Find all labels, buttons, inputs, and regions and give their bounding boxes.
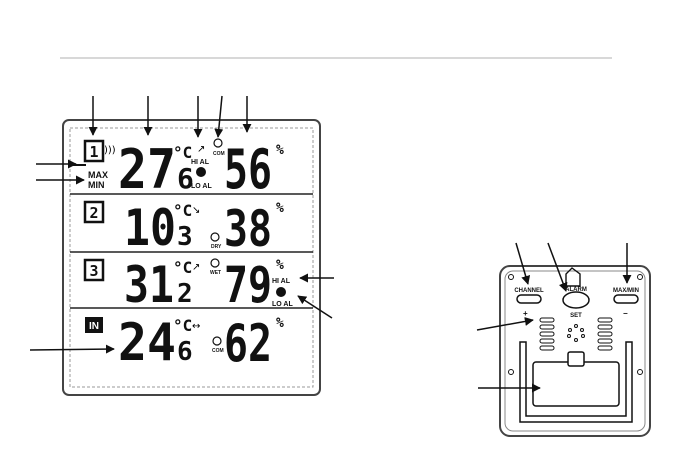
lo-alarm-label: LO AL [272,301,293,308]
unit-label: °C [173,143,192,162]
hi-alarm-label: HI AL [191,159,210,166]
unit-label: °C [173,316,192,335]
alarm-bell-icon [196,167,206,177]
channel-number: 1 [89,143,98,161]
set-label: SET [570,313,582,319]
temperature-decimal: 2 [177,279,193,309]
humidity-value: 62 [224,314,272,374]
max-label: MAX [88,170,108,180]
temperature-decimal: 3 [177,222,193,252]
percent-sign: % [276,258,284,273]
maxmin-button-label: MAX/MIN [613,288,639,294]
channel-button-label: CHANNEL [514,288,544,294]
trend-steady-icon: ↔ [192,321,200,332]
channel-number: 2 [89,204,98,222]
channel-number: 3 [89,262,98,280]
percent-sign: % [276,143,284,158]
maxmin-minus-sign: − [623,309,628,318]
channel-plus-sign: + [523,309,528,318]
unit-label: °C [173,201,192,220]
maxmin-button[interactable] [614,295,638,303]
comfort-label: WET [210,270,221,276]
front-display: 1 ))) MAX MIN 27 6 °C ↗ HI AL LO AL COM … [63,120,320,395]
comfort-label: COM [212,348,224,354]
lo-alarm-label: LO AL [191,183,212,190]
humidity-value: 79 [224,256,272,314]
temperature-decimal: 6 [177,337,193,367]
percent-sign: % [276,201,284,216]
temperature-integer: 31 [124,256,174,314]
alarm-set-button[interactable] [563,292,589,308]
callout-arrow [30,349,114,350]
temperature-integer: 27 [118,138,176,201]
indoor-label: IN [89,321,99,332]
trend-down-icon: ↘ [192,205,200,216]
comfort-label: COM [213,151,225,157]
signal-icon: ))) [104,145,116,156]
alarm-bell-icon [276,287,286,297]
battery-compartment[interactable] [533,362,619,406]
trend-up-icon: ↗ [192,262,200,273]
comfort-label: DRY [211,244,222,250]
back-view: CHANNEL + ALARM SET MAX/MIN − [500,266,650,436]
percent-sign: % [276,316,284,331]
channel-button[interactable] [517,295,541,303]
temperature-integer: 24 [118,313,176,373]
temperature-integer: 10 [124,199,176,257]
humidity-value: 56 [224,138,272,201]
trend-up-icon: ↗ [197,144,205,155]
battery-latch[interactable] [568,352,584,366]
temperature-decimal: 6 [177,162,194,195]
min-label: MIN [88,180,105,190]
unit-label: °C [173,258,192,277]
humidity-value: 38 [224,200,272,258]
hi-alarm-label: HI AL [272,278,291,285]
